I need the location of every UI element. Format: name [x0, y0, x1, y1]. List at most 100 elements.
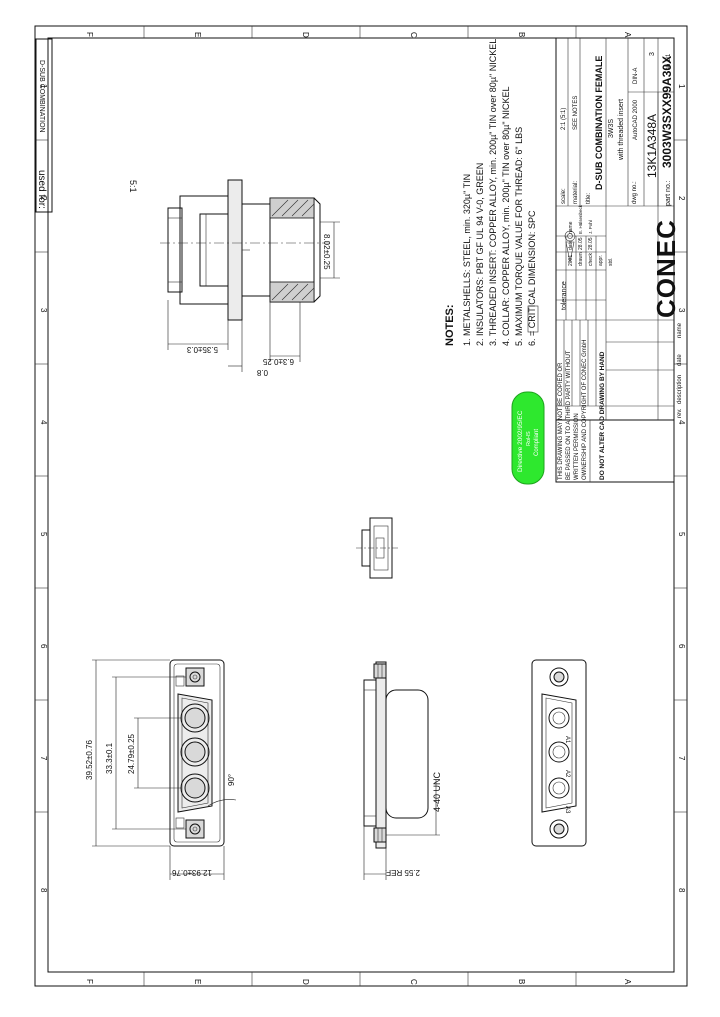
conec-logo: CONEC [651, 219, 681, 318]
zone-number-left-4: 4 [39, 420, 48, 425]
notes-block: NOTES: 1. METALSHELLS: STEEL, min. 320µ"… [444, 39, 539, 346]
rev-header: rev. [677, 408, 683, 418]
zone-letter-bottom-a: A [623, 979, 632, 985]
rohs-line-2: RoHS [526, 431, 532, 446]
format-size: 3 [649, 52, 656, 56]
notes-heading: NOTES: [444, 304, 456, 346]
note-1: 1. METALSHELLS: STEEL, min. 320µ" TIN [462, 174, 472, 346]
sig-check-name: J. Pohl [588, 220, 593, 234]
dim-5-35: 5.35±0.3 [186, 345, 218, 354]
year-label: 2001 [568, 255, 574, 266]
dwg-label: dwg no.: [632, 181, 638, 204]
rohs-line-3: Compliant [534, 429, 540, 456]
zone-ticks [35, 26, 687, 986]
note-2: 2. INSULATORS: PBT GF UL 94 V-0, GREEN [475, 163, 485, 346]
zone-letter-top-b: B [517, 32, 526, 37]
note-4: 4. COLLAR: COPPER ALLOY, min. 200µ" TIN … [501, 86, 511, 346]
zone-number-left-6: 6 [39, 644, 48, 649]
rear-view: A1 A2 A3 [531, 659, 587, 847]
title-block: THIS DRAWING MAY NOT BE COPIED OR BE PAS… [555, 37, 683, 483]
side-view-dimensions: 4-40 UNC 2.55 REF. [363, 771, 442, 880]
side-view [363, 661, 429, 849]
rohs-line-1: Directive 2002/95/EC [517, 410, 524, 472]
dwg-number: 13K1A348A [645, 114, 659, 178]
sig-drawn-name: E. Hülsenbeck [578, 204, 583, 234]
warning-line-1: THIS DRAWING MAY NOT BE COPIED OR [558, 362, 564, 480]
dim-8-02: 8.02±0.25 [322, 234, 331, 270]
zone-number-right-7: 7 [677, 756, 686, 761]
zone-number-left-2: 2 [39, 196, 48, 201]
used-for-label: used for: [36, 170, 47, 209]
zone-letter-top-f: F [85, 32, 94, 37]
sig-drawn-role: drawn [578, 252, 584, 266]
detail-dimensions: 5.35±0.3 6.3±0.25 0.8 8.02±0.25 [167, 221, 340, 377]
zone-number-left-3: 3 [39, 308, 48, 313]
tolerance-label: tolerance [561, 281, 568, 310]
zone-letter-top-a: A [623, 32, 632, 38]
title-line-2: 3W3S [608, 119, 615, 138]
part-label: part no.: [665, 180, 672, 206]
zone-number-right-8: 8 [677, 888, 686, 893]
sig-check-role: check [588, 252, 594, 266]
note-5: 5. MAXIMUM TORQUE VALUE FOR THREAD: 6" L… [514, 127, 524, 346]
dim-0-8: 0.8 [256, 368, 268, 377]
small-end-view [356, 517, 400, 579]
zone-letter-bottom-f: F [85, 979, 94, 984]
description-header: description [677, 375, 683, 404]
zone-letter-top-d: D [301, 32, 310, 38]
sig-check-date: 28.05 [588, 237, 594, 250]
zone-number-right-5: 5 [677, 532, 686, 537]
zone-number-right-2: 2 [677, 196, 686, 201]
dim-33-3: 33.3±0.1 [105, 742, 114, 774]
dim-12-93: 12.93±0.76 [171, 868, 212, 877]
used-for-box: used for: D-SUB COMBINATION [35, 38, 53, 213]
warning-line-3: WRITTEN PERMISSION [574, 413, 580, 480]
sig-drawn-date: 28.05 [578, 237, 584, 250]
warning-line-4: OWNERSHIP AND COPYRIGHT OF CONEC GmbH [582, 340, 588, 480]
scale-value: 2:1 (5:1) [561, 108, 567, 130]
contact-label-a2: A2 [564, 770, 570, 778]
sig-header-name: name [568, 221, 574, 234]
cad-label: AutoCAD 2000 [633, 99, 639, 140]
part-number: 3003W3SXX99A30X [660, 56, 674, 168]
zone-number-right-6: 6 [677, 644, 686, 649]
dim-6-3: 6.3±0.25 [262, 357, 294, 366]
zone-number-right-1: 1 [677, 84, 686, 89]
zone-letter-top-c: C [409, 32, 418, 38]
dim-angle: 90° [227, 774, 236, 786]
title-line-3: with threaded insert [618, 99, 625, 161]
logo-text: CONEC [651, 219, 681, 318]
note-6: 6. = CRITICAL DIMENSION: SPC [527, 210, 537, 346]
dim-thread: 4-40 UNC [432, 771, 442, 812]
critical-dimension-box [527, 305, 539, 333]
scale-label: scale: [561, 188, 567, 204]
front-view-dimensions: 39.52±0.76 33.3±0.1 24.79±0.25 12.93±0.7… [85, 659, 237, 880]
zone-number-left-8: 8 [39, 888, 48, 893]
date-header: date [677, 354, 683, 366]
warning-line-2: BE PASSED ON TO A THIRD PARTY WITHOUT [566, 350, 572, 480]
rohs-badge: Directive 2002/95/EC RoHS Compliant [511, 391, 545, 485]
zone-number-left-5: 5 [39, 532, 48, 537]
dim-39-52: 39.52±0.76 [85, 739, 94, 780]
note-3: 3. THREADED INSERT: COPPER ALLOY, min. 2… [488, 39, 498, 346]
dim-24-79: 24.79±0.25 [127, 733, 136, 774]
zone-letter-top-e: E [193, 32, 202, 37]
contact-label-a3: A3 [564, 806, 570, 814]
used-for-value: D-SUB COMBINATION [38, 60, 45, 133]
material-value: SEE NOTES [573, 96, 579, 130]
contact-label-a1: A1 [564, 736, 570, 744]
zone-letter-bottom-e: E [193, 979, 202, 984]
front-view [169, 659, 225, 847]
zone-letter-bottom-b: B [517, 979, 526, 984]
do-not-alter: DO NOT ALTER CAD DRAWING BY HAND [599, 351, 606, 480]
name-header: name [677, 322, 683, 338]
format-label: DIN-A [633, 68, 639, 84]
sig-std-role: std. [608, 258, 614, 266]
dim-ref: 2.55 REF. [385, 868, 420, 877]
sig-header-date: date [568, 240, 574, 250]
zone-number-right-3: 3 [677, 308, 686, 313]
material-label: material: [573, 181, 579, 204]
sig-appr-role: appr. [598, 255, 604, 266]
title-label: title: [586, 193, 592, 204]
